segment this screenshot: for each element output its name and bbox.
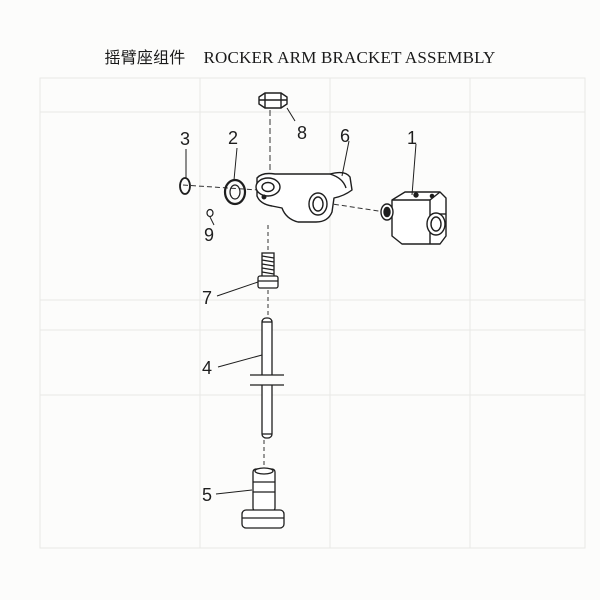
part-5-tappet [241,467,285,529]
callout-numbers: 8 6 1 2 3 9 7 4 5 [180,123,417,505]
leader-2 [233,147,238,181]
callout-4: 4 [202,358,212,378]
callout-5: 5 [202,485,212,505]
axis-lines [182,110,386,468]
part-2-washer [223,178,247,206]
leader-lines [185,107,417,495]
callout-8: 8 [297,123,307,143]
callout-2: 2 [228,128,238,148]
leader-5 [215,489,253,495]
title-chinese: 摇臂座组件 [104,48,186,67]
part-9-pin [206,208,214,218]
part-8-hex-nut [258,92,288,109]
part-4-push-rod [250,317,284,439]
leader-7 [216,281,259,297]
leader-9 [209,216,215,226]
bleed-through-background [39,77,586,549]
part-1-bracket [380,191,447,245]
leader-8 [286,107,296,122]
part-6-rocker-arm [255,171,353,223]
page-title: 摇臂座组件 ROCKER ARM BRACKET ASSEMBLY [0,44,600,68]
callout-9: 9 [204,225,214,245]
callout-1: 1 [407,128,417,148]
callout-6: 6 [340,126,350,146]
part-3-circlip [179,177,191,195]
leader-1 [411,143,417,196]
callout-3: 3 [180,129,190,149]
callout-7: 7 [202,288,212,308]
title-english: ROCKER ARM BRACKET ASSEMBLY [203,48,496,67]
leader-6 [341,140,350,177]
leader-4 [217,354,263,368]
part-7-adjusting-screw [257,252,279,289]
